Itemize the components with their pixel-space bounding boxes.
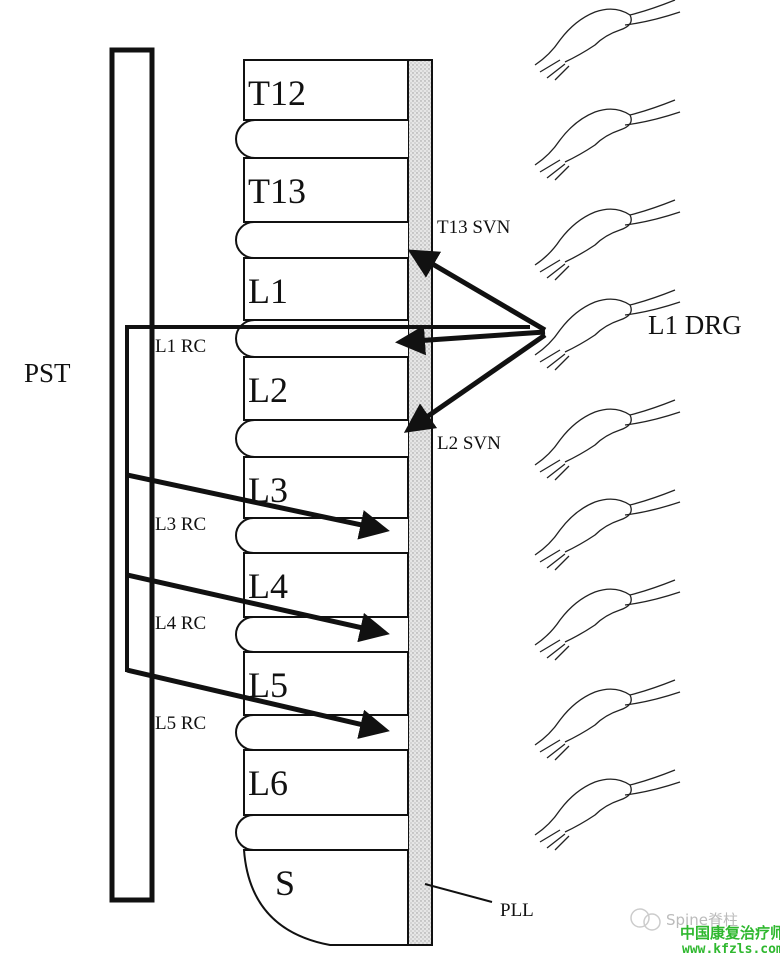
intervertebral-disc	[235, 221, 408, 259]
watermark: Spine脊柱 中国康复治疗师 www.kfzls.com	[630, 908, 780, 957]
vertebra-label: L2	[248, 370, 288, 410]
drg-icon	[534, 289, 681, 371]
watermark-site-name: 中国康复治疗师	[680, 924, 780, 942]
l4-rc-label: L4 RC	[155, 613, 206, 634]
vertebra-label: L4	[248, 566, 288, 606]
intervertebral-disc	[235, 517, 408, 554]
vertebra-label: T13	[248, 171, 306, 211]
l1-drg-arrows	[395, 249, 547, 433]
l2-svn-label: L2 SVN	[437, 433, 501, 454]
drg-icon	[534, 579, 681, 661]
drg-icon	[534, 99, 681, 181]
intervertebral-disc	[235, 319, 408, 358]
drg-icon	[534, 489, 681, 571]
l3-rc-label: L3 RC	[155, 514, 206, 535]
drg-icon	[534, 0, 681, 81]
intervertebral-disc	[235, 714, 408, 751]
drg-icon	[534, 679, 681, 761]
pll-strip	[407, 59, 433, 946]
drg-icon	[534, 769, 681, 851]
intervertebral-disc	[235, 814, 408, 851]
drg-icon	[534, 199, 681, 281]
vertebra-label: L6	[248, 763, 288, 803]
vertebra-label: S	[275, 863, 295, 903]
sacrum	[242, 849, 409, 946]
wechat-icon	[630, 908, 650, 928]
watermark-source: Spine脊柱	[666, 911, 738, 929]
watermark-url: www.kfzls.com	[682, 942, 780, 957]
pll-label: PLL	[500, 900, 534, 921]
l1-drg-label: L1 DRG	[648, 310, 742, 340]
intervertebral-disc	[235, 119, 408, 159]
pst-label: PST	[24, 358, 71, 388]
intervertebral-disc	[235, 419, 408, 458]
vertebral-body	[243, 749, 409, 816]
pst-bar	[109, 47, 155, 903]
vertebra-label: T12	[248, 73, 306, 113]
drg-icon	[534, 399, 681, 481]
vertebra-label: L1	[248, 271, 288, 311]
pll-leader-line	[424, 883, 493, 903]
l1-rc-label: L1 RC	[155, 336, 206, 357]
l5-rc-label: L5 RC	[155, 713, 206, 734]
dorsal-root-ganglia	[534, 0, 681, 851]
vertebral-body	[243, 356, 409, 421]
t13-svn-label: T13 SVN	[437, 217, 511, 238]
